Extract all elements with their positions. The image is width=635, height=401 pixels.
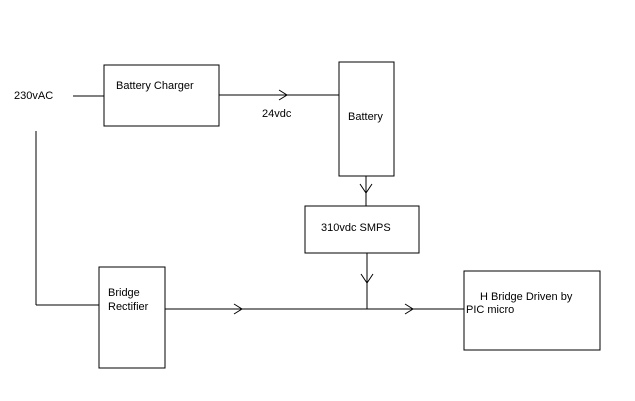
battery-block: Battery — [338, 61, 395, 177]
arrow-rectifier-to-junction — [233, 303, 243, 315]
dc-voltage-label: 24vdc — [262, 108, 292, 120]
bridge-rectifier-block: Bridge Rectifier — [98, 266, 166, 369]
smps-box — [304, 205, 420, 254]
bridge-rectifier-label-line2: Rectifier — [108, 301, 149, 313]
h-bridge-box — [463, 270, 601, 351]
battery-box — [338, 61, 395, 177]
battery-charger-box — [103, 64, 220, 127]
battery-label: Battery — [348, 111, 383, 123]
bridge-rectifier-box — [98, 266, 166, 369]
h-bridge-label-line2: PIC micro — [466, 304, 514, 316]
smps-label: 310vdc SMPS — [321, 222, 391, 234]
battery-charger-block: Battery Charger — [103, 64, 220, 127]
battery-charger-label: Battery Charger — [116, 80, 194, 92]
arrow-junction-to-hbridge — [404, 303, 414, 315]
smps-block: 310vdc SMPS — [304, 205, 420, 254]
arrow-charger-to-battery — [278, 89, 288, 101]
h-bridge-label-line1: H Bridge Driven by — [480, 291, 573, 303]
arrow-smps-to-junction — [360, 273, 374, 284]
input-voltage-label: 230vAC — [14, 90, 53, 102]
h-bridge-block: H Bridge Driven by PIC micro — [463, 270, 601, 351]
arrow-battery-to-smps — [359, 183, 373, 194]
bridge-rectifier-label-line1: Bridge — [108, 287, 140, 299]
